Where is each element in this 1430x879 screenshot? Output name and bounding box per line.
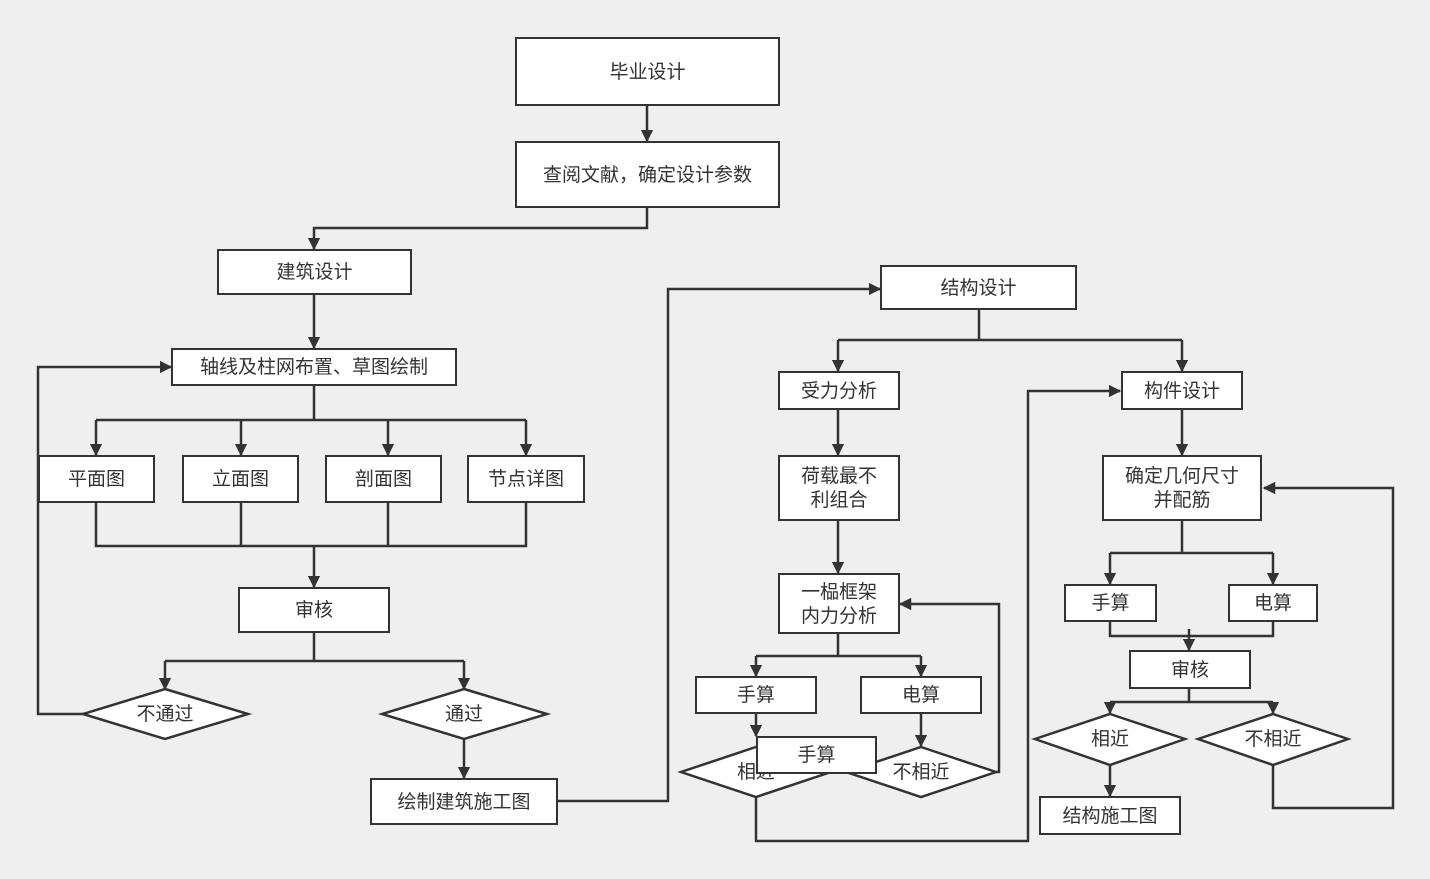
edge-drawings-merge [94, 503, 528, 548]
edge-review-split [165, 633, 464, 663]
pass-diamond [377, 687, 552, 741]
edge-literature-arch [307, 208, 649, 251]
load-combination-box: 荷载最不 利组合 [778, 455, 900, 521]
plan-view-box: 平面图 [38, 455, 155, 503]
pass-label: 通过 [444, 703, 483, 725]
elevation-view-box: 立面图 [182, 455, 299, 503]
fail-label: 不通过 [136, 703, 194, 725]
edge-struct-split [838, 310, 1182, 342]
similar-right-diamond [1031, 712, 1189, 767]
fail-diamond [78, 687, 253, 741]
computer-calc-right-box: 电算 [1228, 584, 1318, 622]
hand-calc-mid-box: 手算 [695, 676, 817, 714]
review-left-box: 审核 [238, 587, 390, 633]
edge-calc-merge [1108, 622, 1275, 638]
edge-axis-branch [96, 386, 526, 422]
edge-similar-mid-member [754, 384, 1122, 843]
edge-notsimilar-right-loop [1262, 481, 1395, 810]
edge-drawing-struct [557, 282, 882, 803]
size-reinforcement-box: 确定几何尺寸 并配筋 [1102, 455, 1262, 521]
similar-right-label: 相近 [1090, 728, 1129, 750]
axis-layout-box: 轴线及柱网布置、草图绘制 [171, 348, 457, 386]
hand-calc-overlay-box: 手算 [756, 736, 877, 774]
graduation-design-box: 毕业设计 [515, 37, 780, 106]
structure-drawing-box: 结构施工图 [1039, 796, 1181, 835]
edge-frame-split [756, 634, 921, 658]
hand-calc-right-box: 手算 [1064, 584, 1157, 622]
review-right-box: 审核 [1129, 650, 1251, 689]
edge-fail-loop [36, 360, 173, 716]
literature-review-box: 查阅文献，确定设计参数 [515, 141, 780, 208]
architecture-design-box: 建筑设计 [217, 249, 412, 295]
architecture-drawing-box: 绘制建筑施工图 [370, 778, 558, 825]
structure-design-box: 结构设计 [880, 265, 1077, 310]
frame-analysis-box: 一榀框架 内力分析 [778, 573, 900, 634]
member-design-box: 构件设计 [1121, 371, 1243, 410]
force-analysis-box: 受力分析 [778, 371, 900, 410]
section-view-box: 剖面图 [325, 455, 442, 503]
not-similar-right-diamond [1194, 712, 1352, 767]
edge-review-right-split [1110, 689, 1273, 704]
detail-view-box: 节点详图 [467, 455, 585, 503]
edge-size-split [1110, 521, 1273, 555]
not-similar-right-label: 不相近 [1244, 728, 1302, 750]
not-similar-mid-label: 不相近 [892, 761, 950, 783]
computer-calc-mid-box: 电算 [860, 676, 982, 714]
